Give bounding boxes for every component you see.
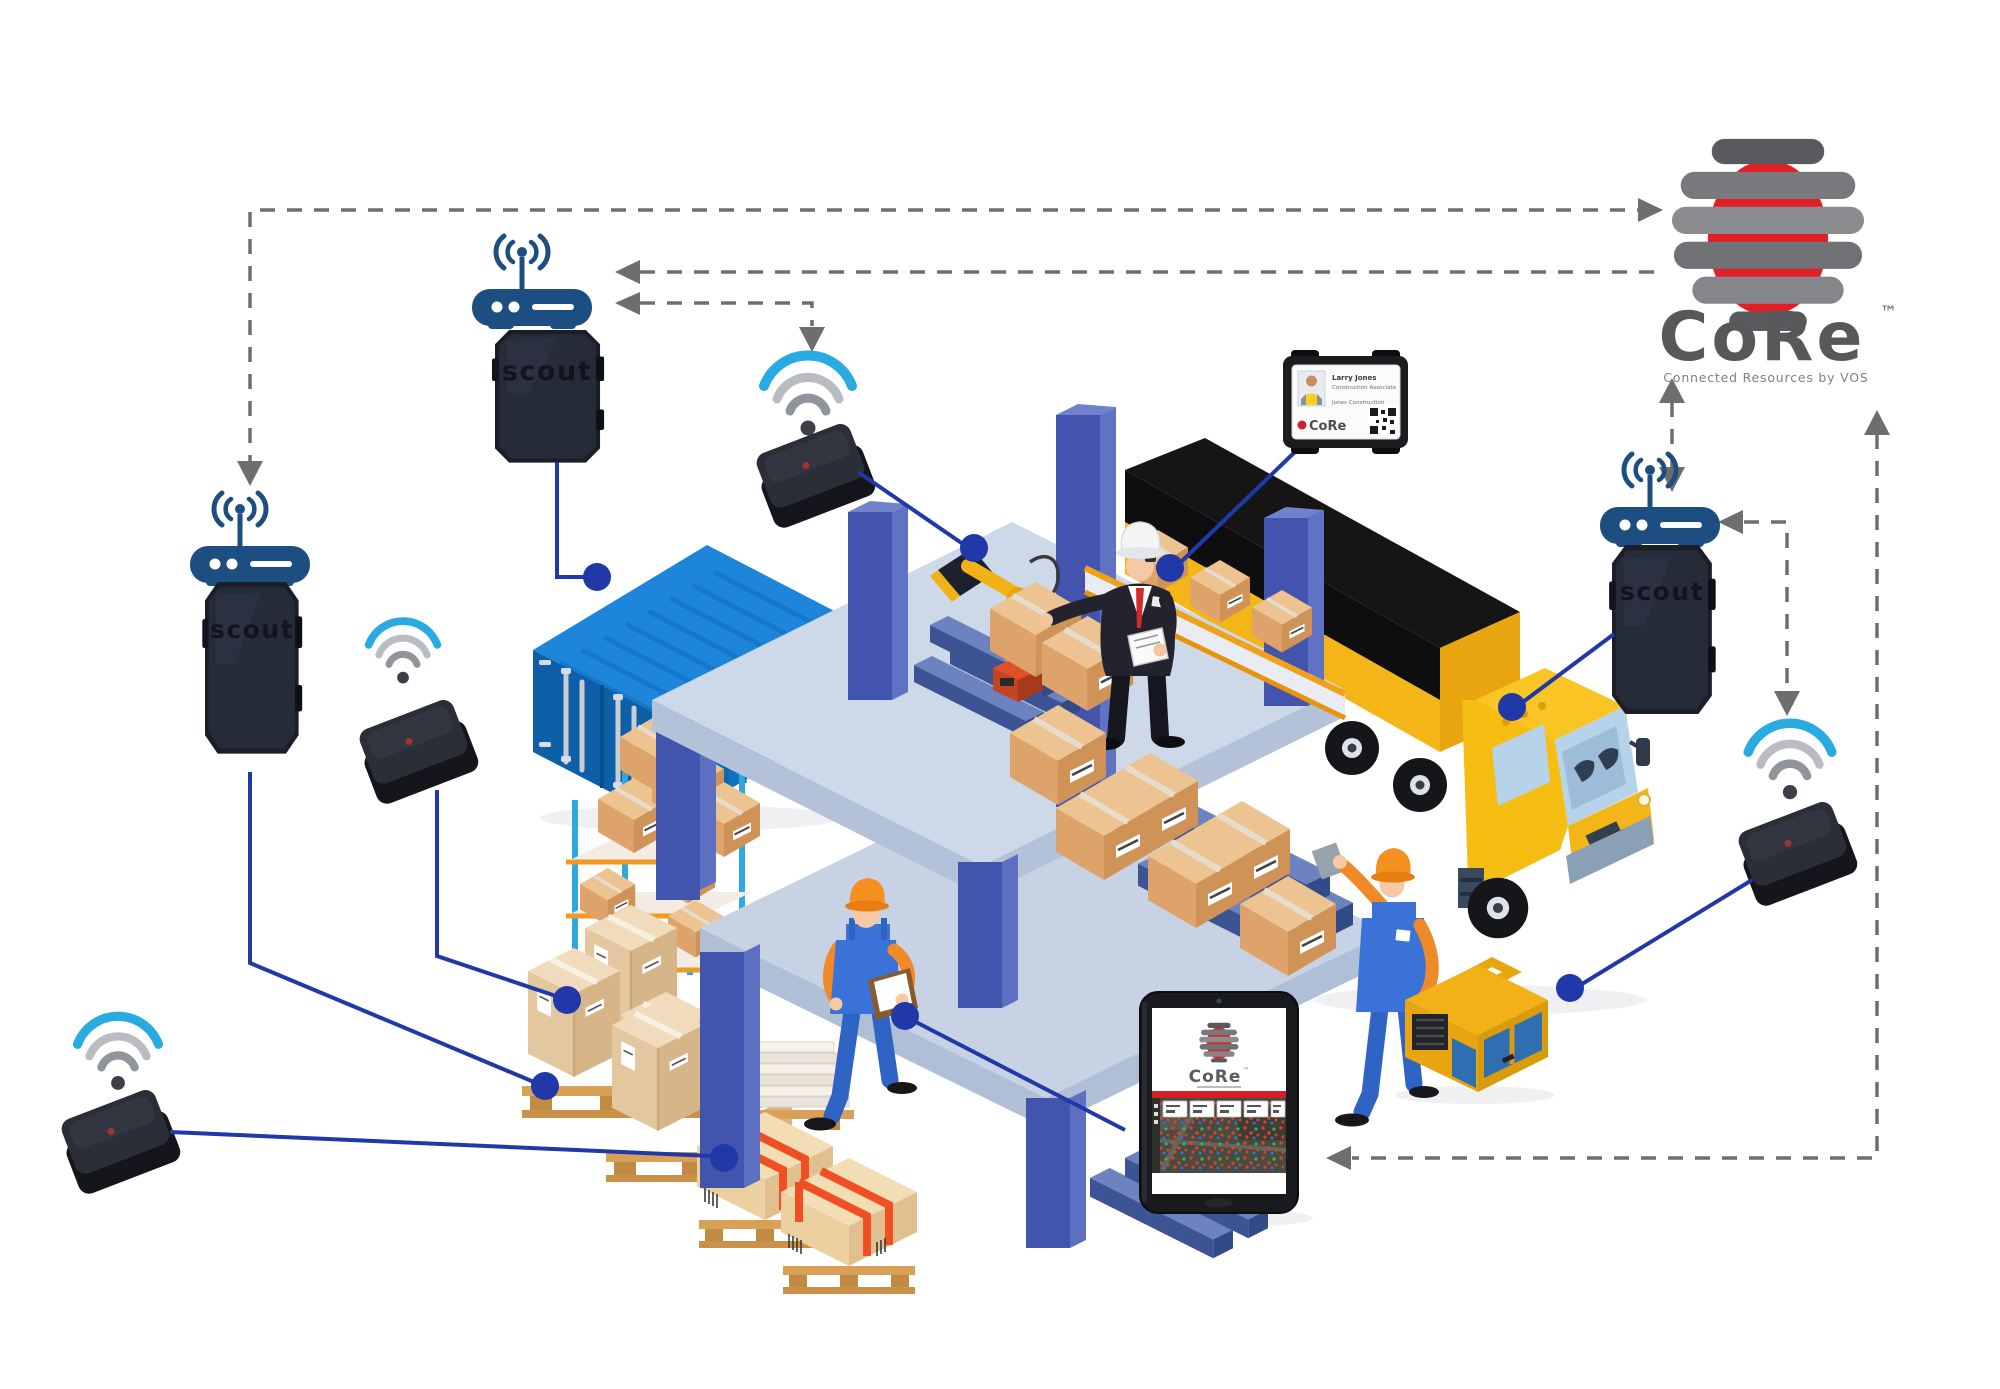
core-logo-tm: ™: [1880, 303, 1897, 323]
gateway-right: scout: [1600, 454, 1720, 714]
worker-clipboard: [804, 878, 918, 1131]
dashed-right-gateway-loop: [1744, 520, 1789, 690]
link-topsensor-robot: [856, 470, 965, 546]
sensor-left: [352, 621, 482, 807]
support-pillar-front: [958, 854, 1018, 1008]
sensor-top-middle: [749, 356, 879, 531]
annotation-dots: [531, 534, 1584, 1172]
core-logo-wordmark: CoRe: [1658, 298, 1865, 377]
link-rightsensor-toolcase: [1580, 878, 1754, 986]
scout-device: [1609, 545, 1716, 714]
annotation-lines: [169, 445, 1754, 1158]
wifi-signal-icon: [78, 1016, 159, 1090]
dashed-sensor-to-top-gateway: [640, 301, 814, 326]
site-manager: [1039, 521, 1185, 750]
badge-company: Jones Construction: [1331, 400, 1385, 406]
scout-label: scout: [1620, 577, 1704, 606]
link-topgateway-container: [555, 462, 586, 579]
qr-code-icon: [1368, 406, 1398, 436]
tablet-stat-chips: [1162, 1100, 1286, 1118]
tablet-brand: CoRe: [1189, 1067, 1242, 1087]
badge-brand: CoRe: [1309, 419, 1346, 434]
link-leftsensor-rackpallet: [435, 790, 557, 998]
gateway-router-icon: [472, 236, 592, 329]
scout-device: [491, 330, 605, 463]
sensor-bottom-left: [54, 1016, 184, 1197]
structure-leg-center: [1026, 1090, 1086, 1248]
scout-label: scout: [502, 356, 592, 387]
structure-upper-deck: [652, 404, 1347, 1008]
core-tablet: CoRe ™: [1139, 991, 1299, 1214]
badge-role: Construction Associate: [1332, 385, 1397, 391]
tablet-brand-tm: ™: [1243, 1067, 1249, 1074]
core-logo: CoRe ™ Connected Resources by VOS: [1658, 138, 1897, 385]
gateway-router-icon: [190, 493, 310, 586]
dashed-arrowheads: [237, 198, 1890, 1170]
link-badge-manager: [1178, 445, 1302, 565]
scout-device: [202, 582, 303, 754]
link-leftgateway-pallets: [248, 772, 535, 1084]
wifi-signal-icon: [764, 356, 852, 436]
worker-loader: [1333, 848, 1439, 1127]
gateway-left: scout: [190, 493, 310, 754]
link-rightgateway-truck: [1521, 632, 1616, 704]
badge-photo: [1297, 370, 1326, 407]
wifi-signal-icon: [1748, 723, 1832, 799]
link-worker-tablet: [911, 1018, 1126, 1132]
tool-case: [1405, 956, 1548, 1092]
dashed-left-gateway-to-cloud: [248, 208, 1640, 470]
link-bottomsensor-strappedpallet: [169, 1130, 713, 1158]
upper-pillar-a: [848, 501, 908, 700]
core-logo-tagline: Connected Resources by VOS: [1663, 370, 1868, 385]
scout-label: scout: [210, 615, 294, 644]
id-badge-card: Larry Jones Construction Associate Jones…: [1283, 350, 1408, 454]
wifi-signal-icon: [369, 621, 438, 683]
structure-leg-left: [700, 944, 760, 1188]
gateway-top: scout: [472, 236, 605, 463]
badge-name: Larry Jones: [1332, 374, 1376, 382]
